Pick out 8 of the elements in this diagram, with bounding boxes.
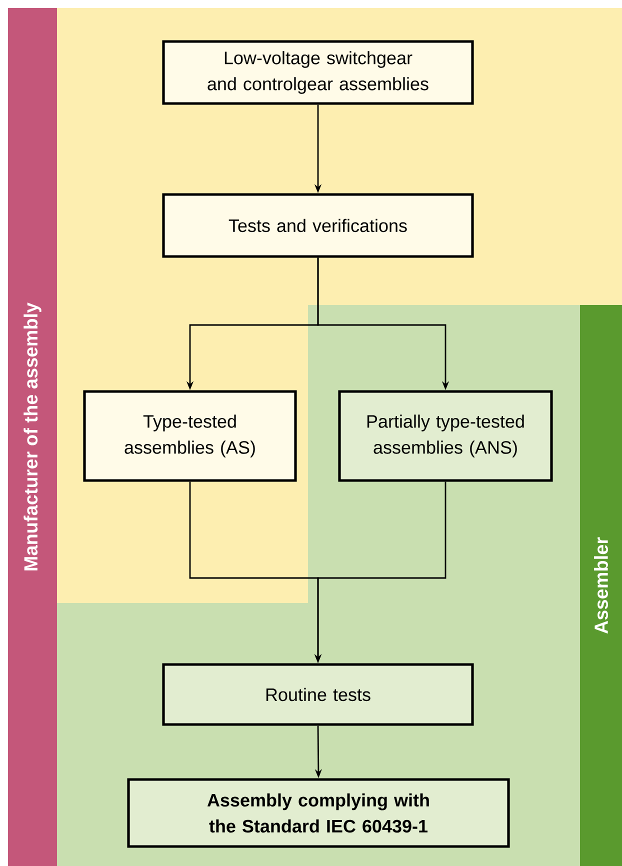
side-band: Manufacturer of the assembly (8, 8, 57, 866)
side-band: Assembler (580, 305, 622, 866)
process-box: Tests and verifications (162, 193, 474, 258)
result-box: Assembly complying with the Standard IEC 60439-1 (127, 778, 510, 848)
process-box: Type-tested assemblies (AS) (83, 390, 297, 482)
process-box: Routine tests (162, 663, 474, 726)
process-box: Low-voltage switchgear and controlgear assemblies (162, 40, 474, 105)
process-box: Partially type-tested assemblies (ANS) (338, 390, 553, 482)
